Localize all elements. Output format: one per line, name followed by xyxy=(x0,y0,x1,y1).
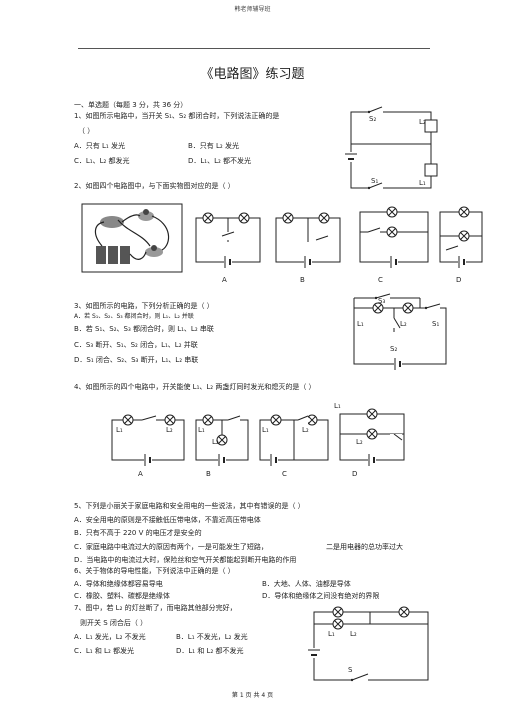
q2-circuit-d xyxy=(436,206,486,270)
q5-stem: 5、下列是小丽关于家庭电路和安全用电的一些说法，其中有错误的是（ ） xyxy=(74,502,305,510)
q4-stem: 4、如图所示的四个电路中，开关能使 L₁、L₂ 两盏灯同时发光和熄灭的是（ ） xyxy=(74,383,316,391)
page-header: 韩老师辅导班 xyxy=(234,6,271,13)
q4-a-label-l2: L₂ xyxy=(166,426,173,434)
q4-label-d[interactable]: D xyxy=(352,470,358,478)
q4-b-label-l2: L₂ xyxy=(212,438,219,446)
q2-circuit-b xyxy=(272,206,344,270)
page-footer: 第 1 页 共 4 页 xyxy=(231,692,274,699)
q2-label-c[interactable]: C xyxy=(378,276,383,284)
q3-option-b[interactable]: B．若 S₁、S₂、S₃ 都闭合时，则 L₁、L₂ 串联 xyxy=(74,325,214,333)
section-heading: 一、单选题（每题 3 分，共 36 分） xyxy=(74,101,188,109)
q1-option-c[interactable]: C．L₁、L₂ 都发光 xyxy=(74,157,130,165)
q4-c-label-l1: L₁ xyxy=(262,426,269,434)
q4-label-a[interactable]: A xyxy=(138,470,143,478)
q1-circuit-diagram xyxy=(345,104,435,191)
q2-physical-circuit xyxy=(82,204,182,272)
q4-label-b[interactable]: B xyxy=(206,470,211,478)
q1-stem: 1、如图所示电路中，当开关 S₁、S₂ 都闭合时，下列说法正确的是 xyxy=(74,112,280,120)
q4-circuit-a xyxy=(108,410,188,466)
q2-label-d[interactable]: D xyxy=(456,276,462,284)
q2-label-b[interactable]: B xyxy=(300,276,305,284)
q4-d-label-l2: L₂ xyxy=(356,438,363,446)
q3-label-l2: L₂ xyxy=(400,320,407,328)
q7-option-d[interactable]: D．L₁ 和 L₂ 都不发光 xyxy=(176,647,244,655)
q1-option-b[interactable]: B．只有 L₂ 发光 xyxy=(188,142,239,150)
q4-b-label-l1: L₁ xyxy=(198,426,205,434)
q3-label-s2: S₂ xyxy=(390,345,398,353)
q5-option-c-cont: 二是用电器的总功率过大 xyxy=(326,543,403,551)
q4-label-c[interactable]: C xyxy=(282,470,287,478)
q1-label-l1: L₁ xyxy=(419,179,426,187)
q3-option-d[interactable]: D．S₁ 闭合、S₂、S₃ 断开，L₁、L₂ 串联 xyxy=(74,356,199,364)
q1-option-a[interactable]: A．只有 L₁ 发光 xyxy=(74,142,125,150)
q6-option-b[interactable]: B．大地、人体、油都是导体 xyxy=(262,580,351,588)
q5-option-d[interactable]: D．当电路中的电流过大时，保险丝和空气开关都能起到断开电路的作用 xyxy=(74,556,297,564)
q3-option-c[interactable]: C．S₃ 断开、S₁、S₂ 闭合，L₁、L₂ 并联 xyxy=(74,341,198,349)
q3-label-l1: L₁ xyxy=(357,320,364,328)
q7-label-l2: L₂ xyxy=(350,630,357,638)
q5-option-b[interactable]: B．只有不高于 220 V 的电压才是安全的 xyxy=(74,529,202,537)
q2-label-a[interactable]: A xyxy=(222,276,227,284)
q7-circuit-diagram xyxy=(308,604,434,682)
q4-c-label-l2: L₂ xyxy=(302,426,309,434)
q6-option-d[interactable]: D．导体和绝缘体之间没有绝对的界限 xyxy=(262,592,380,600)
q7-stem: 7、图中，若 L₂ 的灯丝断了，而电路其他部分完好， xyxy=(74,604,237,612)
q7-option-b[interactable]: B．L₁ 不发光，L₂ 发光 xyxy=(176,633,248,641)
q2-circuit-c xyxy=(356,206,432,270)
q5-option-c[interactable]: C．家庭电路中电流过大的原因有两个，一是可能发生了短路， xyxy=(74,543,268,551)
q4-circuit-b xyxy=(192,410,252,466)
q3-option-a[interactable]: A．若 S₁、S₂、S₃ 都闭合时，则 L₁、L₂ 并联 xyxy=(74,313,194,320)
q5-option-a[interactable]: A．安全用电的原则是不接触低压带电体，不靠近高压带电体 xyxy=(74,516,261,524)
q6-option-a[interactable]: A．导体和绝缘体都容易导电 xyxy=(74,580,163,588)
q4-a-label-l1: L₁ xyxy=(116,426,123,434)
q7-stem-cont: 则开关 S 闭合后（ ） xyxy=(80,619,148,627)
document-title: 《电路图》练习题 xyxy=(200,67,305,82)
q3-label-s3: S₃ xyxy=(378,297,386,305)
q1-option-d[interactable]: D．L₁、L₂ 都不发光 xyxy=(188,157,252,165)
q4-circuit-d xyxy=(336,404,408,466)
q1-label-s2: S₂ xyxy=(369,115,377,123)
header-divider xyxy=(78,48,430,49)
q7-option-a[interactable]: A．L₁ 发光，L₂ 不发光 xyxy=(74,633,146,641)
q3-stem: 3、如图所示的电路，下列分析正确的是（ ） xyxy=(74,302,214,310)
q6-option-c[interactable]: C．橡胶、塑料、碳都是绝缘体 xyxy=(74,592,170,600)
q2-stem: 2、如图四个电路图中，与下面实物图对应的是（ ） xyxy=(74,182,235,190)
q3-circuit-diagram xyxy=(350,292,450,370)
q4-circuit-c xyxy=(256,410,332,466)
q1-label-s1: S₁ xyxy=(371,177,379,185)
q6-stem: 6、关于物体的导电性能，下列说法中正确的是（ ） xyxy=(74,567,235,575)
q2-circuit-a xyxy=(192,206,264,270)
q3-label-s1: S₁ xyxy=(432,320,440,328)
q1-label-l2: L₂ xyxy=(419,118,426,126)
q1-paren: （ ） xyxy=(78,127,95,135)
q7-label-l1: L₁ xyxy=(328,630,335,638)
q7-label-s: S xyxy=(348,666,353,674)
q7-option-c[interactable]: C．L₁ 和 L₂ 都发光 xyxy=(74,647,134,655)
q4-d-label-l1: L₁ xyxy=(334,402,341,410)
